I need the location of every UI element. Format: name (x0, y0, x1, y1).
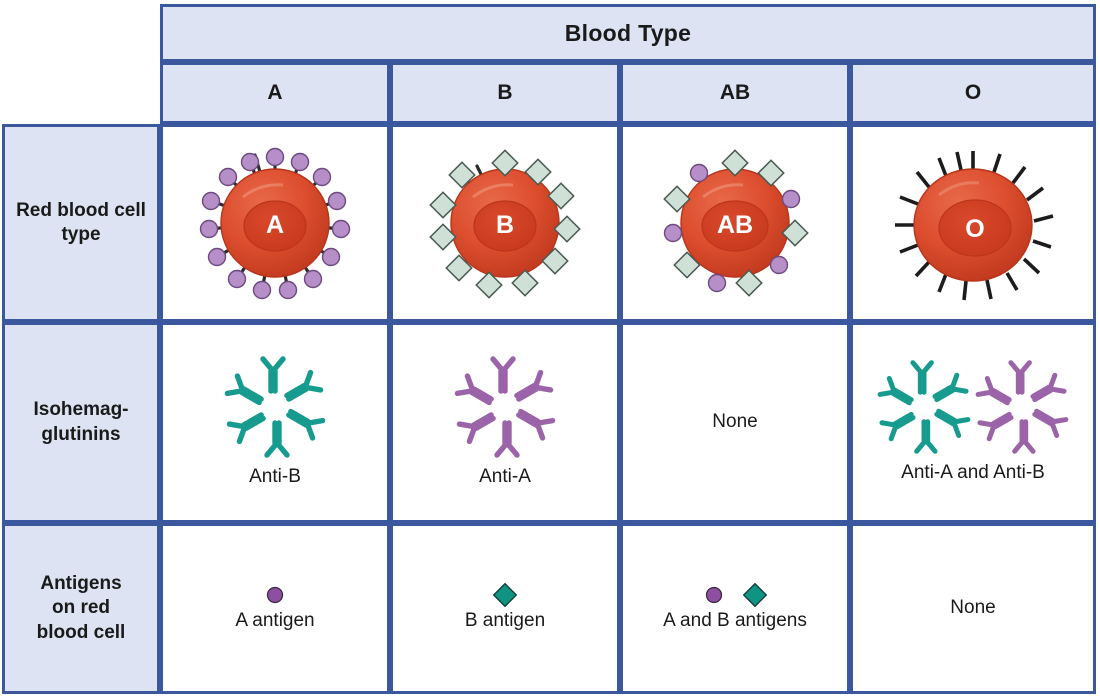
isohemagglutinin-caption-ab: None (712, 411, 758, 433)
table-title: Blood Type (160, 4, 1096, 62)
antigen-heads-ab-circles (663, 163, 801, 293)
antigen-heads-a (199, 147, 351, 300)
rbc-cell-o: O (850, 124, 1096, 322)
isohemagglutinin-cell-ab: None (620, 322, 850, 523)
isohemagglutinin-caption-a: Anti-B (249, 466, 301, 488)
antigen-cell-a: A antigen (160, 523, 390, 694)
antigen-stalks-o (895, 151, 1054, 301)
antibody-star-purple (454, 356, 556, 458)
antigen-caption-a: A antigen (235, 610, 315, 632)
antibody-star-purple-o (975, 360, 1069, 454)
rbc-illustration-o: O (853, 133, 1093, 313)
isohemagglutinin-cell-o: Anti-A and Anti-B (850, 322, 1096, 523)
column-header-b: B (390, 62, 620, 124)
table-corner-spacer (2, 4, 160, 124)
column-header-o: O (850, 62, 1096, 124)
antigen-cell-b: B antigen (390, 523, 620, 694)
rbc-cell-a: A (160, 124, 390, 322)
antigen-marker-row-ab (703, 583, 767, 608)
rbc-svg-ab: AB (663, 149, 809, 297)
antigen-cell-ab: A and B antigens (620, 523, 850, 694)
circle-marker-icon (266, 587, 284, 604)
circle-marker-icon (705, 587, 723, 604)
rbc-label-a: A (266, 211, 284, 239)
antigen-heads-ab-diamonds (663, 149, 809, 297)
rbc-svg-o: O (895, 151, 1054, 301)
rbc-illustration-ab: AB (623, 133, 847, 313)
rbc-label-ab: AB (717, 211, 753, 239)
antibody-cluster-anti-b (223, 355, 327, 459)
antibody-cluster-anti-a (453, 355, 557, 459)
rbc-dimple-a (243, 200, 307, 252)
row-header-isohemagglutinins: Isohemag- glutinins (2, 322, 160, 523)
antibody-cluster-pair-o (876, 359, 1070, 455)
column-header-a: A (160, 62, 390, 124)
antigen-caption-ab: A and B antigens (663, 610, 807, 632)
diamond-marker-icon (743, 583, 767, 608)
rbc-illustration-a: A (163, 133, 387, 313)
rbc-cell-ab: AB (620, 124, 850, 322)
antigen-cell-o: None (850, 523, 1096, 694)
isohemagglutinin-caption-o: Anti-A and Anti-B (901, 462, 1045, 484)
diamond-marker-icon (493, 583, 517, 608)
isohemagglutinin-cell-a: Anti-B (160, 322, 390, 523)
antibody-star-teal (224, 356, 326, 458)
row-header-red-blood-cell-type: Red blood cell type (2, 124, 160, 322)
antigen-caption-o: None (950, 597, 996, 619)
isohemagglutinin-cell-b: Anti-A (390, 322, 620, 523)
rbc-dimple-ab (701, 200, 769, 252)
antigen-marker-row-a (264, 583, 286, 607)
rbc-dimple-o (938, 199, 1012, 257)
column-header-ab: AB (620, 62, 850, 124)
rbc-svg-b: B (429, 149, 581, 299)
rbc-label-b: B (496, 211, 514, 239)
rbc-svg-a: A (199, 147, 351, 300)
rbc-label-o: O (965, 215, 984, 243)
rbc-dimple-b (473, 200, 537, 252)
rbc-illustration-b: B (393, 133, 617, 313)
row-header-antigens: Antigens on red blood cell (2, 523, 160, 694)
isohemagglutinin-caption-b: Anti-A (479, 466, 531, 488)
antigen-heads-b (429, 149, 581, 299)
antigen-caption-b: B antigen (464, 610, 546, 632)
rbc-cell-b: B (390, 124, 620, 322)
antibody-star-teal-o (877, 360, 971, 454)
antigen-marker-row-b (493, 583, 517, 608)
